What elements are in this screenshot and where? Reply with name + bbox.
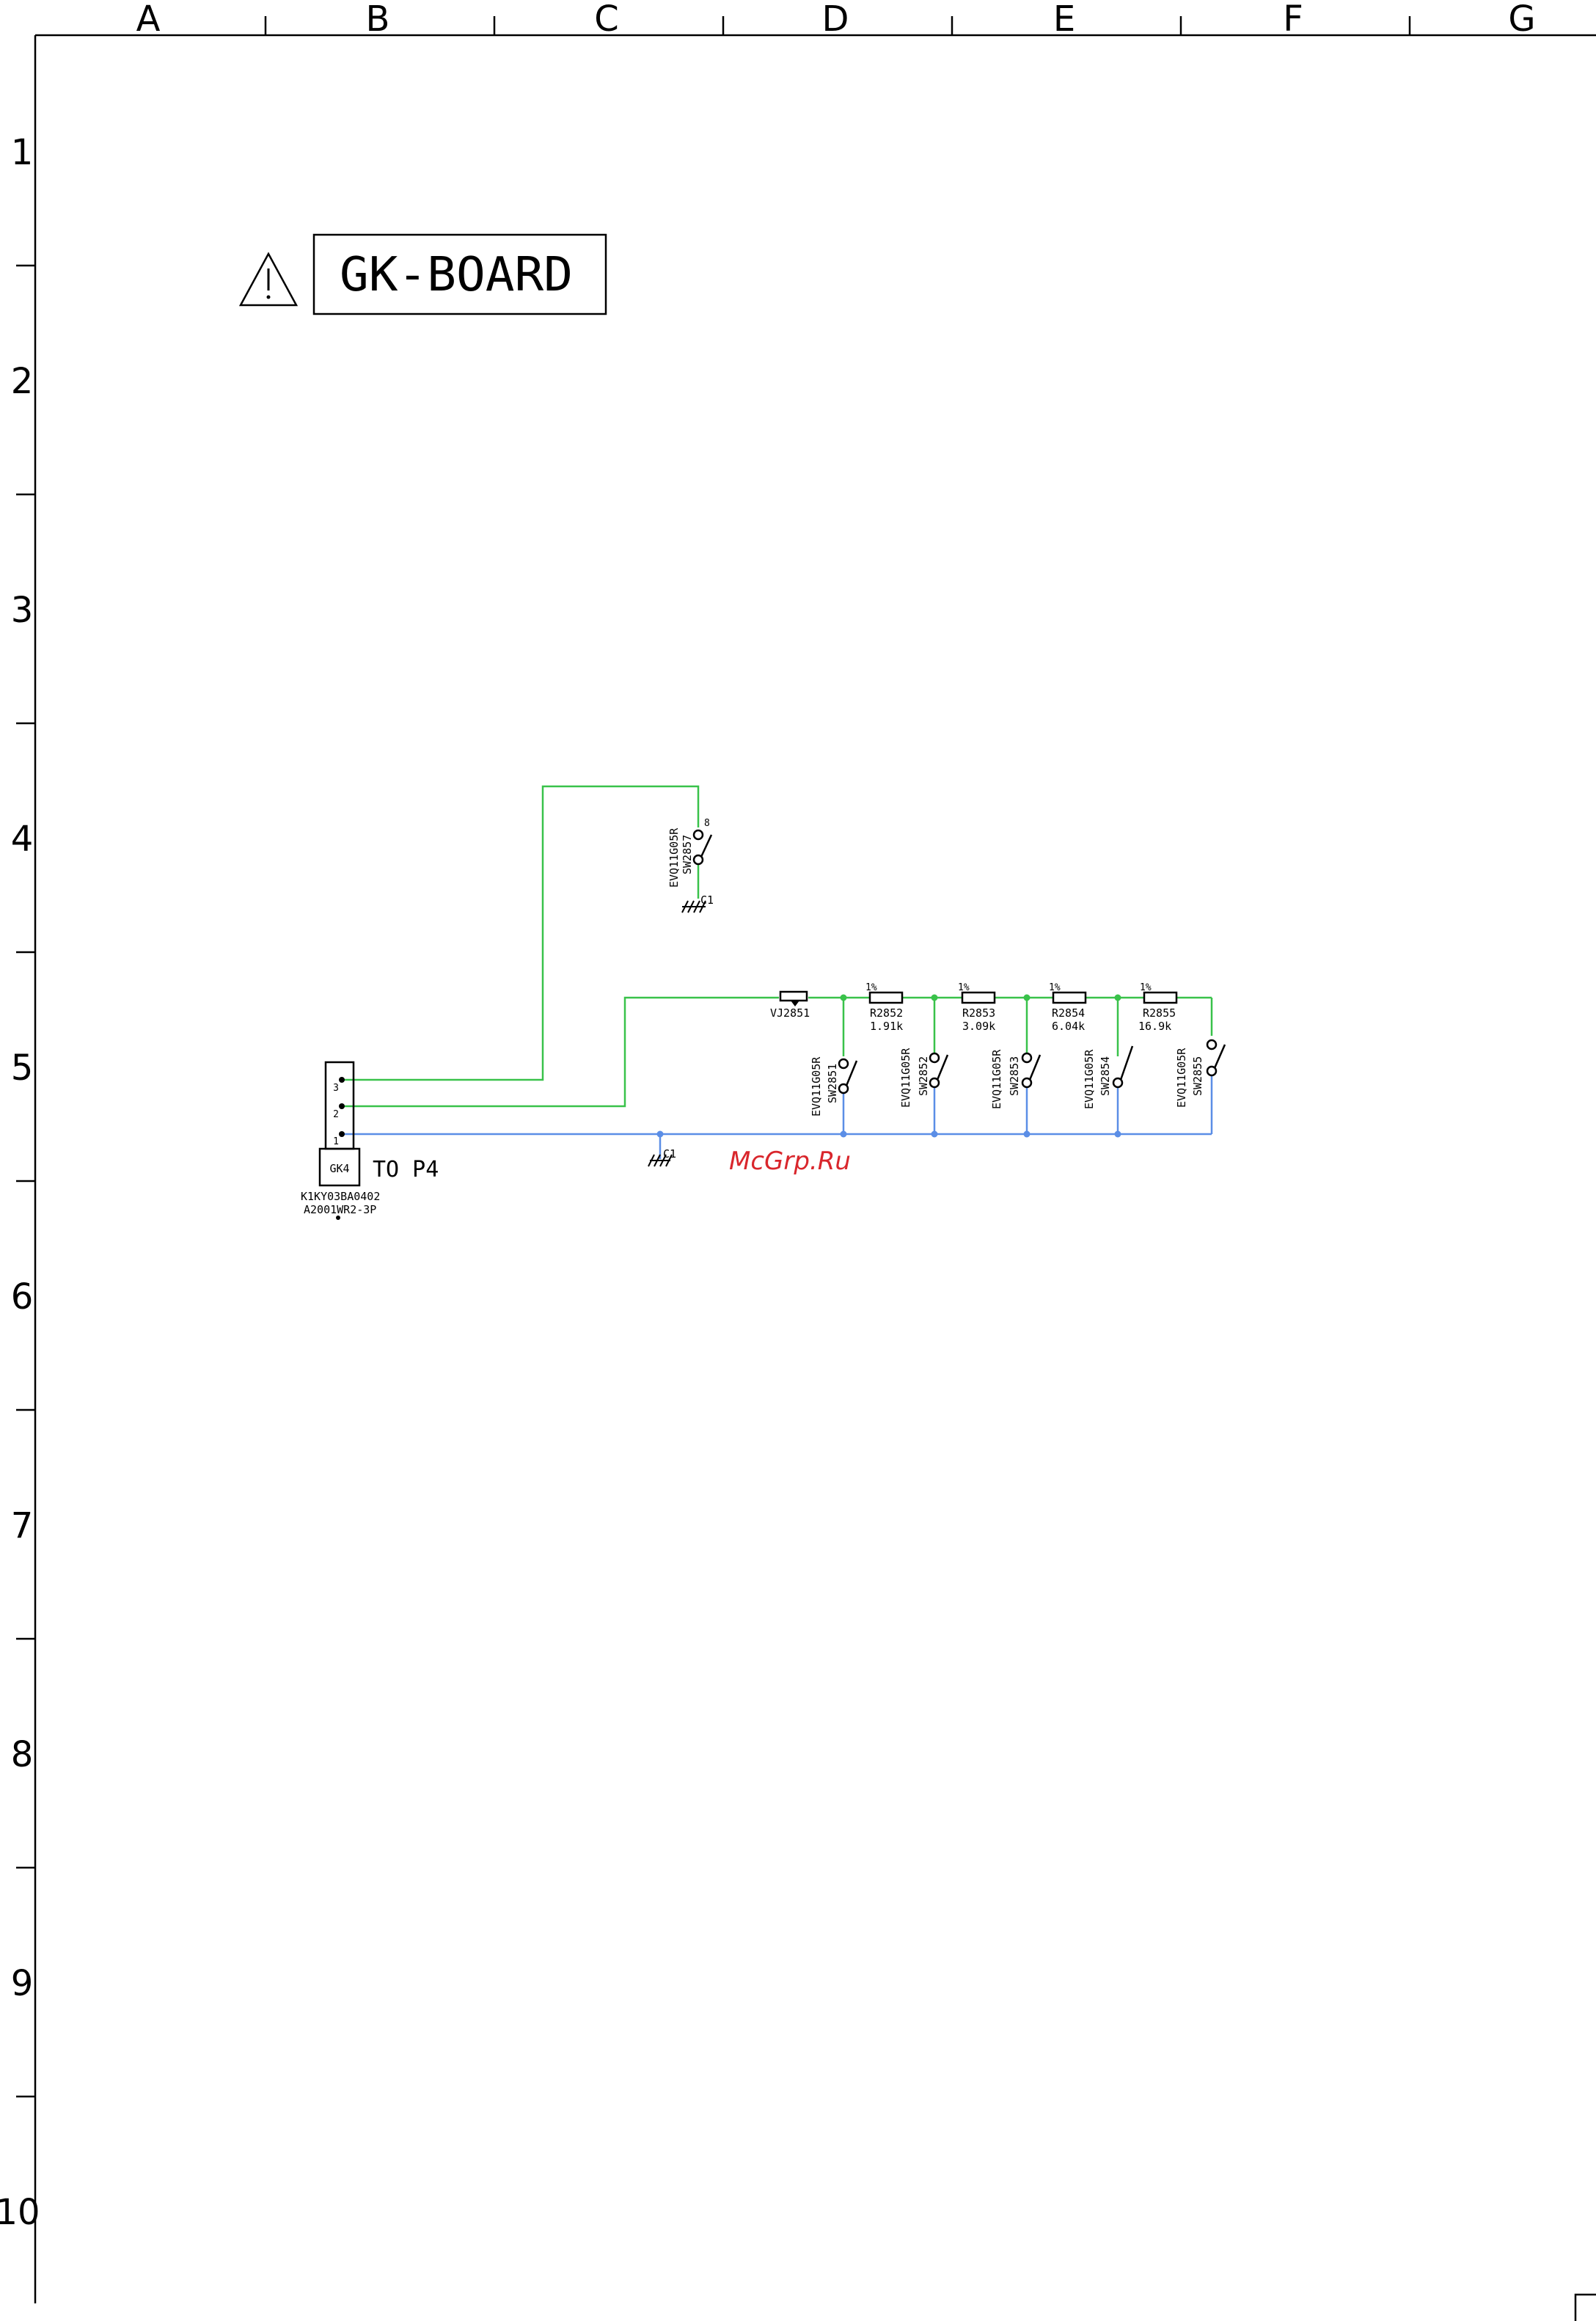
switch-sw2853 (1022, 1053, 1040, 1087)
row-labels: 1 2 3 4 5 6 7 8 9 10 (0, 132, 40, 2233)
row-label: 6 (11, 1276, 34, 1317)
switch-part: EVQ11G05R (899, 1048, 912, 1108)
wires (342, 786, 1212, 1159)
connector-ref: GK4 (329, 1162, 349, 1175)
resistor-tolerance: 1% (1049, 982, 1061, 993)
resistor-ref: R2855 (1143, 1006, 1176, 1020)
column-label: B (366, 0, 390, 40)
column-label: D (822, 0, 849, 40)
resistor-tolerance: 1% (865, 982, 877, 993)
switch-sw2851 (839, 1059, 857, 1093)
resistor-value: 3.09k (962, 1020, 995, 1033)
row-label: 5 (11, 1048, 34, 1089)
resistor-ref: R2853 (962, 1006, 995, 1020)
watermark: McGrp.Ru (729, 1147, 851, 1176)
column-label: G (1508, 0, 1535, 40)
column-label: E (1053, 0, 1075, 40)
ground-label: C1 (663, 1147, 676, 1160)
row-label: 10 (0, 2192, 40, 2233)
row-label: 2 (11, 361, 34, 402)
ground-label: C1 (700, 893, 714, 907)
resistor-ref: R2852 (870, 1006, 903, 1020)
board-title: GK-BOARD (340, 248, 573, 302)
row-label: 1 (11, 132, 34, 173)
switch-sw2857: 8 (694, 818, 711, 864)
resistor-tolerance: 1% (958, 982, 970, 993)
switch-ref: SW2851 (826, 1064, 839, 1103)
resistor-value: 6.04k (1052, 1020, 1085, 1033)
resistor-r2855 (1144, 993, 1176, 1003)
row-label: 4 (11, 819, 34, 860)
resistor-tolerance: 1% (1140, 982, 1152, 993)
switch-part: EVQ11G05R (990, 1049, 1003, 1109)
switch-sw2854 (1113, 1046, 1132, 1087)
resistor-r2854 (1053, 993, 1086, 1003)
switch-ref: SW2857 (681, 835, 694, 874)
switch-pin-label: 8 (704, 818, 710, 829)
column-label: C (594, 0, 619, 40)
jumper-ref: VJ2851 (770, 1006, 810, 1020)
switch-part: EVQ11G05R (1175, 1048, 1188, 1108)
jumper-vj2851 (780, 992, 807, 1006)
warning-triangle-icon (241, 254, 296, 305)
connector-part-number: K1KY03BA0402 (301, 1190, 380, 1203)
row-label: 3 (11, 590, 34, 631)
switch-ref: SW2853 (1008, 1056, 1021, 1096)
connector-destination: TO P4 (373, 1157, 439, 1183)
switch-sw2852 (930, 1053, 948, 1087)
connector-pin-label: 1 (333, 1136, 339, 1147)
resistor-ref: R2854 (1052, 1006, 1085, 1020)
switch-part: EVQ11G05R (1083, 1049, 1096, 1109)
connector-pin-label: 2 (333, 1109, 339, 1120)
switch-ref: SW2855 (1191, 1056, 1204, 1096)
column-label: F (1283, 0, 1303, 40)
connector-pin-label: 3 (333, 1083, 339, 1094)
switch-ref: SW2854 (1099, 1056, 1112, 1096)
resistor-r2852 (870, 993, 902, 1003)
resistor-r2853 (962, 993, 995, 1003)
row-label: 9 (11, 1963, 34, 2004)
column-label: A (136, 0, 161, 40)
connector-housing: A2001WR2-3P (304, 1203, 376, 1216)
resistor-value: 16.9k (1138, 1020, 1171, 1033)
row-label: 7 (11, 1505, 34, 1546)
column-labels: A B C D E F G (136, 0, 1536, 40)
switch-sw2855 (1207, 1040, 1225, 1075)
switch-ref: SW2852 (917, 1056, 930, 1096)
switch-part: EVQ11G05R (810, 1056, 823, 1116)
switch-part: EVQ11G05R (667, 827, 681, 888)
row-label: 8 (11, 1734, 34, 1775)
resistor-value: 1.91k (870, 1020, 903, 1033)
